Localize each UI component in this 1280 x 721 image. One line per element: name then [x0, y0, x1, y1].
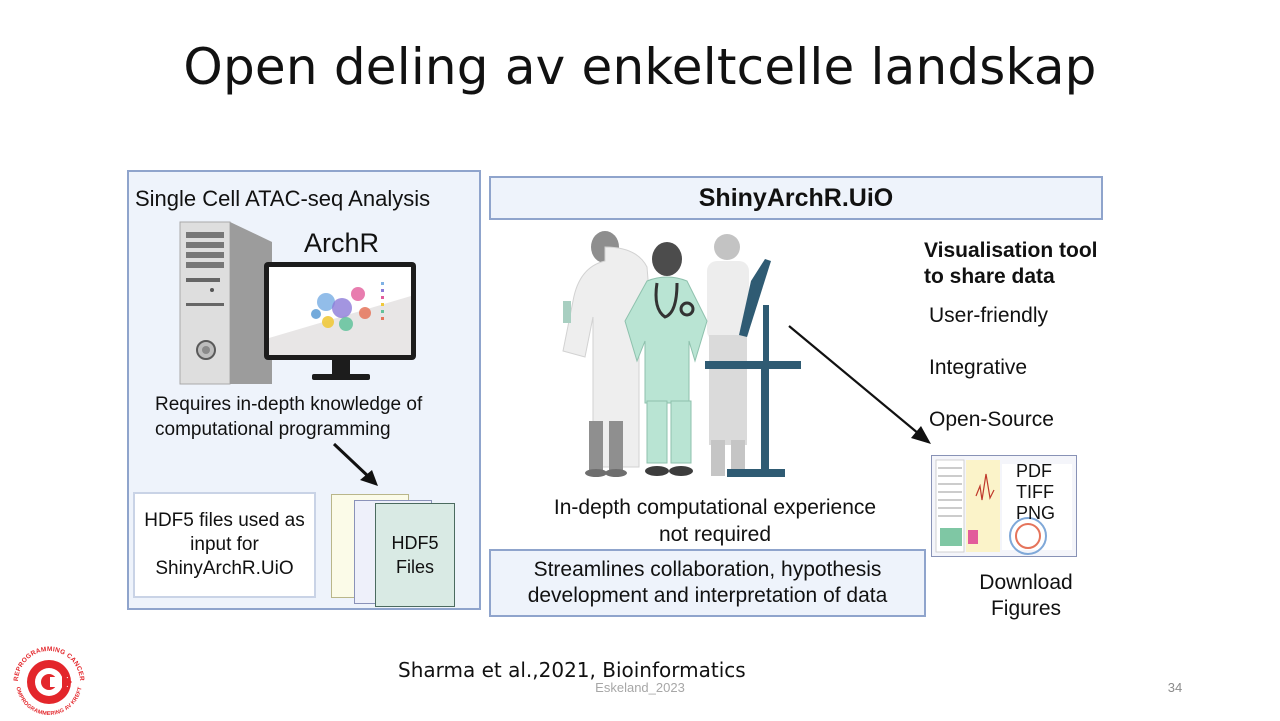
workstation-icon: [705, 259, 801, 477]
feature-integrative: Integrative: [929, 356, 1028, 379]
arrow-to-files-icon: [332, 442, 378, 486]
vis-title-line-1: Visualisation tool: [924, 239, 1098, 262]
computer-tower-icon: [179, 221, 272, 385]
hdf5-box-line-3: ShinyArchR.UiO: [155, 558, 294, 579]
download-line-1: Download: [979, 571, 1073, 594]
hdf5-files-document: HDF5 Files: [375, 503, 455, 607]
hdf5-doc-line-1: HDF5: [391, 533, 439, 553]
hdf5-doc-line-2: Files: [395, 557, 434, 577]
hdf5-input-box: HDF5 files used as input for ShinyArchR.…: [133, 492, 316, 598]
format-tiff: TIFF: [1016, 482, 1054, 502]
download-figures-label: Download Figures: [958, 570, 1094, 622]
reprogramming-cancer-logo: REPROGRAMMING CANCER OMPROGRAMMERING AV …: [13, 646, 85, 717]
hdf5-box-line-2: input for: [190, 534, 259, 555]
format-png: PNG: [1016, 503, 1056, 523]
umap-plot-icon: [311, 282, 384, 331]
feature-user-friendly: User-friendly: [929, 304, 1049, 327]
download-line-2: Figures: [990, 597, 1062, 620]
vis-title-line-2: to share data: [924, 265, 1055, 288]
figure-preview-icon: [935, 459, 1072, 555]
archr-label: ArchR: [304, 228, 380, 258]
people-illustration: [562, 231, 801, 477]
indepth-text: In-depth computational experience not re…: [520, 494, 910, 548]
slide-title: Open deling av enkeltcelle landskap: [183, 38, 1097, 96]
indepth-line-1: In-depth computational experience: [553, 496, 877, 519]
computer-illustration: [179, 221, 416, 385]
footer-author: Eskeland_2023: [595, 680, 685, 695]
hdf5-box-line-1: HDF5 files used as: [144, 510, 305, 531]
scientist-left-icon: [562, 231, 652, 477]
format-list: PDF TIFF PNG: [1016, 461, 1055, 524]
requirement-text: Requires in-depth knowledge of computati…: [155, 392, 465, 442]
visualisation-tool-title: Visualisation tool to share data: [924, 238, 1097, 290]
format-pdf: PDF: [1016, 461, 1052, 481]
streamlines-box: Streamlines collaboration, hypothesis de…: [489, 549, 926, 617]
shinyarchr-banner: ShinyArchR.UiO: [489, 176, 1103, 220]
figure-thumbnail: [931, 455, 1077, 557]
feature-open-source: Open-Source: [929, 408, 1054, 431]
streamlines-line-1: Streamlines collaboration, hypothesis: [533, 558, 882, 581]
indepth-line-2: not required: [658, 523, 772, 546]
arrow-to-figures-icon: [788, 325, 931, 444]
monitor-icon: [264, 262, 416, 380]
left-panel-title: Single Cell ATAC-seq Analysis: [135, 186, 431, 211]
page-number: 34: [1167, 680, 1183, 695]
scientist-back-icon: [707, 234, 749, 476]
citation: Sharma et al.,2021, Bioinformatics: [398, 658, 746, 682]
nurse-front-icon: [624, 242, 708, 476]
requirement-line-1: Requires in-depth knowledge of: [155, 394, 423, 415]
requirement-line-2: computational programming: [155, 419, 391, 440]
streamlines-line-2: development and interpretation of data: [527, 584, 888, 607]
